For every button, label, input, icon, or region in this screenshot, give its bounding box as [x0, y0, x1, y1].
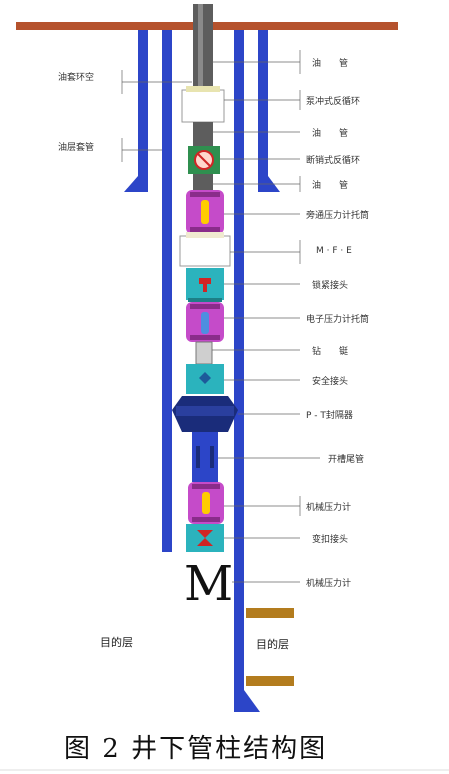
label-target-layer-right: 目的层: [256, 638, 289, 651]
mfe-body: [179, 235, 231, 267]
target-layer-lower: [246, 676, 294, 686]
label-mfe: M · F · E: [316, 246, 352, 256]
label-casing: 油层套管: [58, 143, 95, 153]
label-bypass-gauge-carrier: 旁通压力计托筒: [306, 211, 370, 221]
left-leader-lines: [121, 70, 192, 162]
production-casing-right: [234, 30, 244, 712]
label-crossover: 变扣接头: [312, 535, 349, 545]
label-pump-reverse-valve: 泵冲式反循环: [306, 97, 361, 107]
label-pt-packer: P - T封隔器: [306, 411, 353, 421]
outer-casing-right: [258, 30, 268, 188]
label-lock-joint: 锁紧接头: [312, 281, 349, 291]
label-target-layer-left: 目的层: [100, 636, 133, 649]
label-mechanical-gauge-1: 机械压力计: [306, 503, 352, 513]
label-slotted-tail-pipe: 开槽尾管: [328, 455, 365, 465]
pump-reverse-valve-body: [181, 89, 225, 123]
leader-lines: [212, 50, 320, 583]
slotted-tail-pipe-body: [192, 432, 218, 482]
target-layer-upper: [246, 608, 294, 618]
label-pin-reverse-valve: 断销式反循环: [306, 156, 361, 166]
hourglass-icon: [197, 530, 213, 546]
label-tubing-2: 油 管: [312, 129, 349, 139]
outer-casing-left: [138, 30, 148, 188]
label-tubing-3: 油 管: [312, 181, 349, 191]
crossover-body: [186, 524, 224, 552]
label-annulus: 油套环空: [58, 73, 95, 83]
label-drill-collar: 钻 铤: [312, 347, 349, 357]
label-mechanical-gauge-2: 机械压力计: [306, 579, 352, 589]
outer-casing-left-shoe: [124, 176, 148, 192]
label-electronic-gauge-carrier: 电子压力计托筒: [306, 315, 370, 325]
big-letter-m: M: [184, 556, 234, 612]
label-tubing-1: 油 管: [312, 59, 349, 69]
tubing-2-body: [193, 122, 213, 146]
label-safety-joint: 安全接头: [312, 377, 349, 387]
tubing-3-body: [193, 174, 213, 190]
figure-caption: 图 2 井下管柱结构图: [64, 734, 328, 764]
drill-collar-body: [195, 341, 213, 365]
tubing-top-highlight: [198, 4, 203, 90]
pump-reverse-valve-cap: [186, 86, 220, 92]
production-casing-left: [162, 30, 172, 552]
production-casing-shoe: [234, 690, 260, 712]
